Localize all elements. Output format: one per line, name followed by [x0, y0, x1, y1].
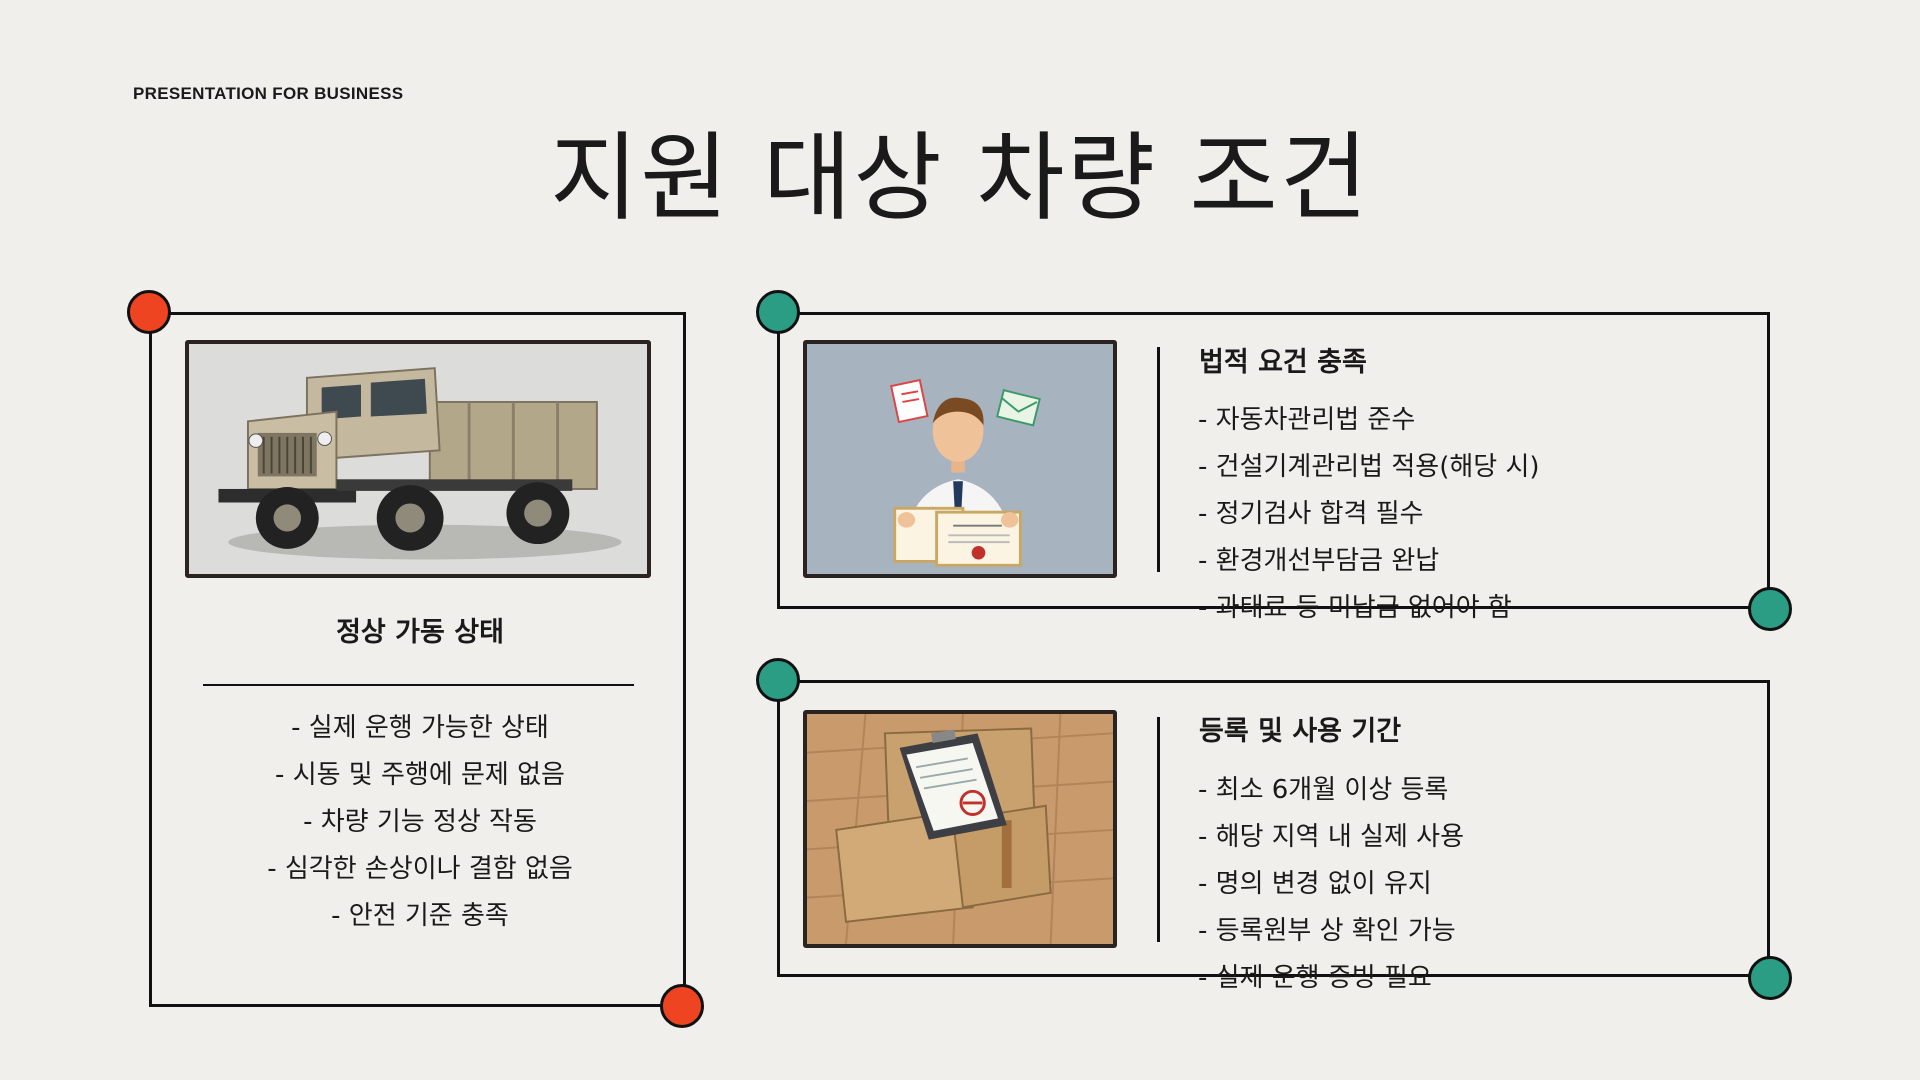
- list-item: - 시동 및 주행에 문제 없음: [275, 760, 565, 790]
- boxes-clipboard-photo: [803, 710, 1117, 948]
- list-item: - 심각한 손상이나 결함 없음: [267, 854, 573, 884]
- bullet-list: - 자동차관리법 준수 - 건설기계관리법 적용(해당 시) - 정기검사 합격…: [1198, 397, 1540, 632]
- list-item: - 등록원부 상 확인 가능: [1198, 916, 1456, 946]
- page-title: 지원 대상 차량 조건: [549, 122, 1371, 234]
- divider: [1157, 347, 1160, 572]
- bullet-list: - 최소 6개월 이상 등록 - 해당 지역 내 실제 사용 - 명의 변경 없…: [1198, 767, 1464, 1002]
- list-item: - 건설기계관리법 적용(해당 시): [1198, 452, 1540, 482]
- card-frame: [149, 312, 686, 1007]
- corner-dot: [1748, 956, 1792, 1000]
- card-heading: 법적 요건 충족: [1199, 347, 1367, 378]
- list-item: - 명의 변경 없이 유지: [1198, 869, 1432, 899]
- list-item: - 최소 6개월 이상 등록: [1198, 775, 1449, 805]
- card-frame: [777, 312, 1770, 609]
- list-item: - 해당 지역 내 실제 사용: [1198, 822, 1464, 852]
- list-item: - 차량 기능 정상 작동: [303, 807, 537, 837]
- divider: [203, 684, 634, 686]
- list-item: - 안전 기준 충족: [331, 901, 509, 931]
- card-heading: 정상 가동 상태: [336, 617, 504, 648]
- card-frame: [777, 680, 1770, 977]
- divider: [1157, 717, 1160, 942]
- eyebrow-label: PRESENTATION FOR BUSINESS: [133, 84, 404, 103]
- list-item: - 환경개선부담금 완납: [1198, 546, 1440, 576]
- list-item: - 실제 운행 증빙 필요: [1198, 963, 1432, 993]
- truck-photo: [185, 340, 651, 578]
- list-item: - 과태료 등 미납금 없어야 함: [1198, 593, 1512, 623]
- list-item: - 자동차관리법 준수: [1198, 405, 1416, 435]
- corner-dot: [756, 290, 800, 334]
- corner-dot: [127, 290, 171, 334]
- card-heading: 등록 및 사용 기간: [1199, 716, 1402, 747]
- corner-dot: [1748, 587, 1792, 631]
- list-item: - 정기검사 합격 필수: [1198, 499, 1424, 529]
- list-item: - 실제 운행 가능한 상태: [291, 713, 549, 743]
- certificate-illustration: [803, 340, 1117, 578]
- corner-dot: [756, 658, 800, 702]
- bullet-list: - 실제 운행 가능한 상태 - 시동 및 주행에 문제 없음 - 차량 기능 …: [150, 705, 690, 940]
- corner-dot: [660, 984, 704, 1028]
